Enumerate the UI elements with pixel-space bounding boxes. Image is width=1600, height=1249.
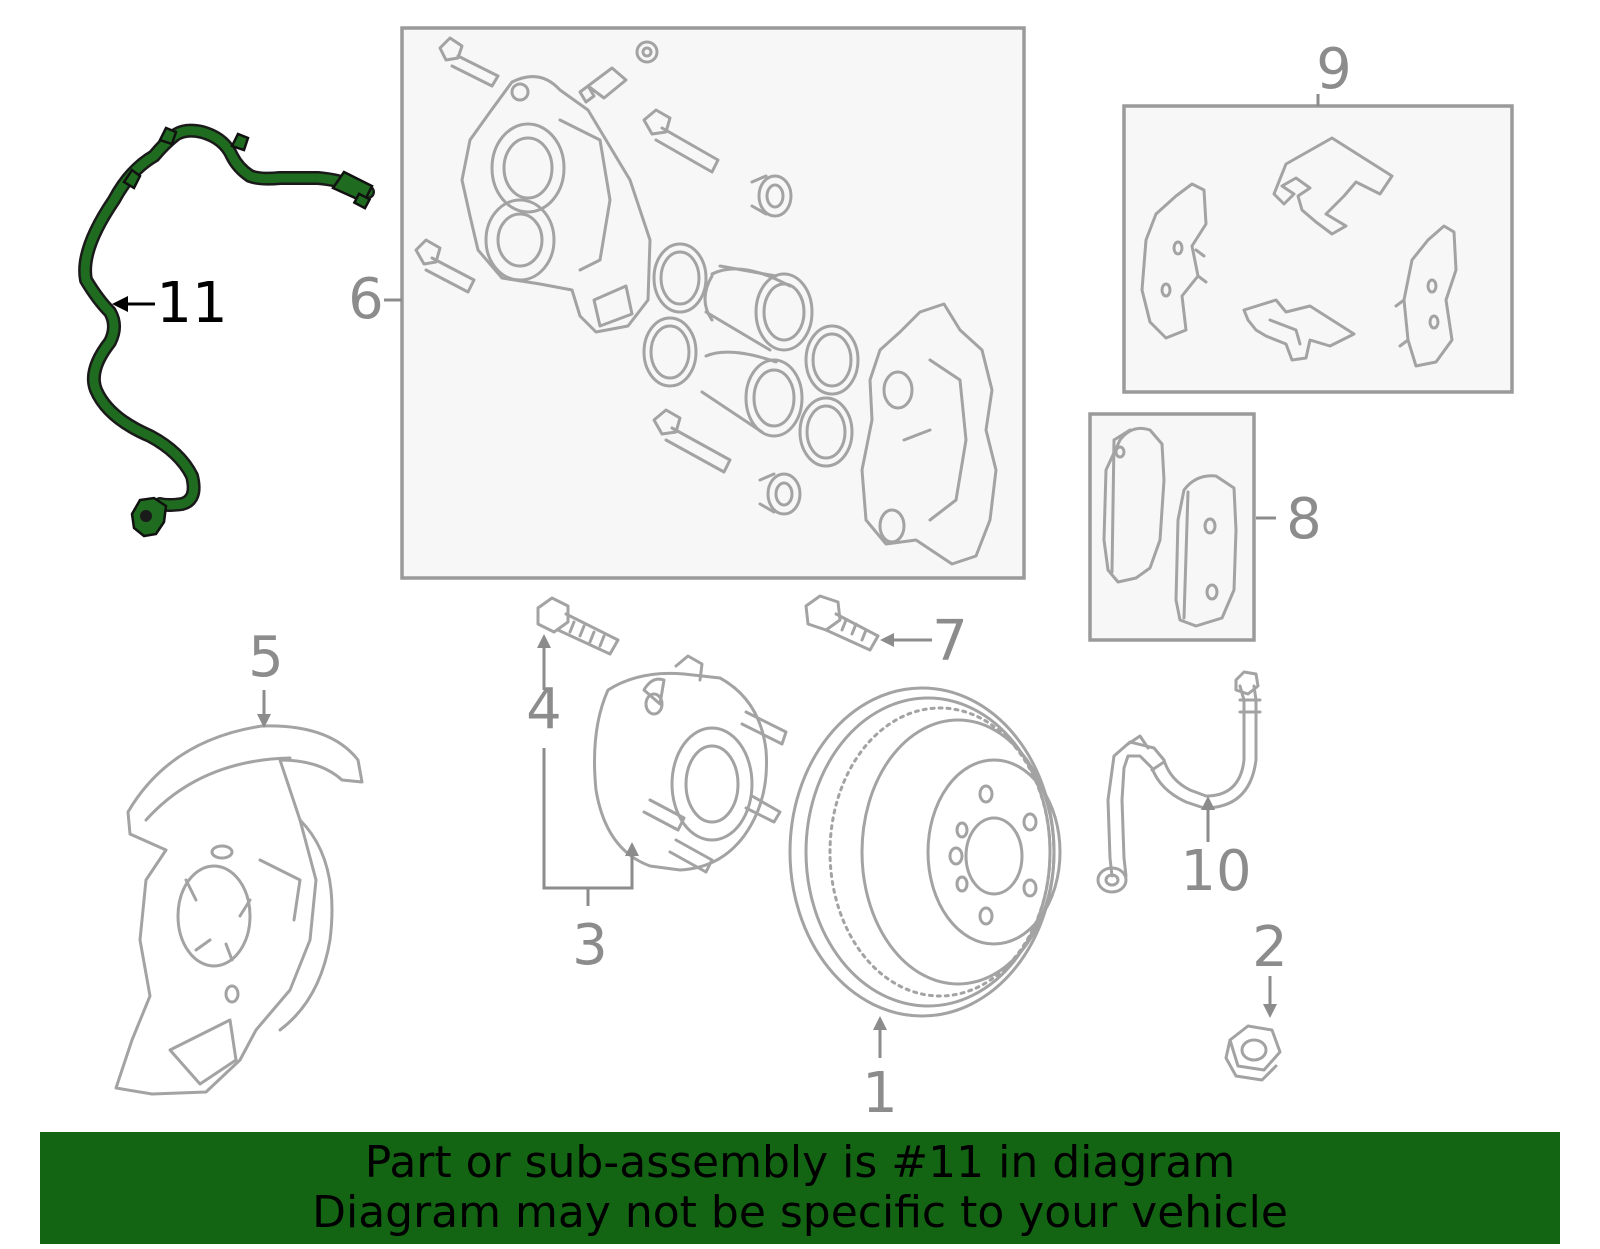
leader-lines	[112, 94, 1320, 1058]
callout-4: 4	[526, 677, 562, 742]
callout-2: 2	[1252, 915, 1288, 980]
caliper-assembly-drawing	[414, 36, 998, 566]
bolt-4-drawing	[536, 596, 620, 656]
hub-bearing-drawing	[593, 654, 788, 874]
brake-pads-drawing	[1102, 426, 1238, 628]
banner-line-1: Part or sub-assembly is #11 in diagram	[364, 1137, 1236, 1188]
hardware-kit-drawing	[1140, 136, 1458, 368]
dust-shield-drawing	[114, 724, 364, 1096]
bolt-7-drawing	[804, 594, 880, 652]
info-banner: Part or sub-assembly is #11 in diagram D…	[40, 1132, 1560, 1244]
callout-9: 9	[1316, 37, 1352, 102]
banner-line-2: Diagram may not be specific to your vehi…	[312, 1187, 1288, 1238]
callout-7: 7	[932, 609, 968, 674]
callout-10: 10	[1180, 839, 1251, 904]
callout-11: 11	[156, 271, 227, 336]
rotor-drawing	[788, 686, 1062, 1018]
brake-hose-drawing	[1096, 670, 1262, 894]
caliper-kit-box	[400, 26, 1026, 580]
callout-1: 1	[862, 1061, 898, 1126]
callout-5: 5	[248, 625, 284, 690]
callout-6: 6	[348, 267, 384, 332]
abs-sensor-harness-drawing	[78, 123, 375, 538]
callout-8: 8	[1286, 487, 1322, 552]
nut-drawing	[1224, 1024, 1282, 1082]
callout-3: 3	[572, 913, 608, 978]
